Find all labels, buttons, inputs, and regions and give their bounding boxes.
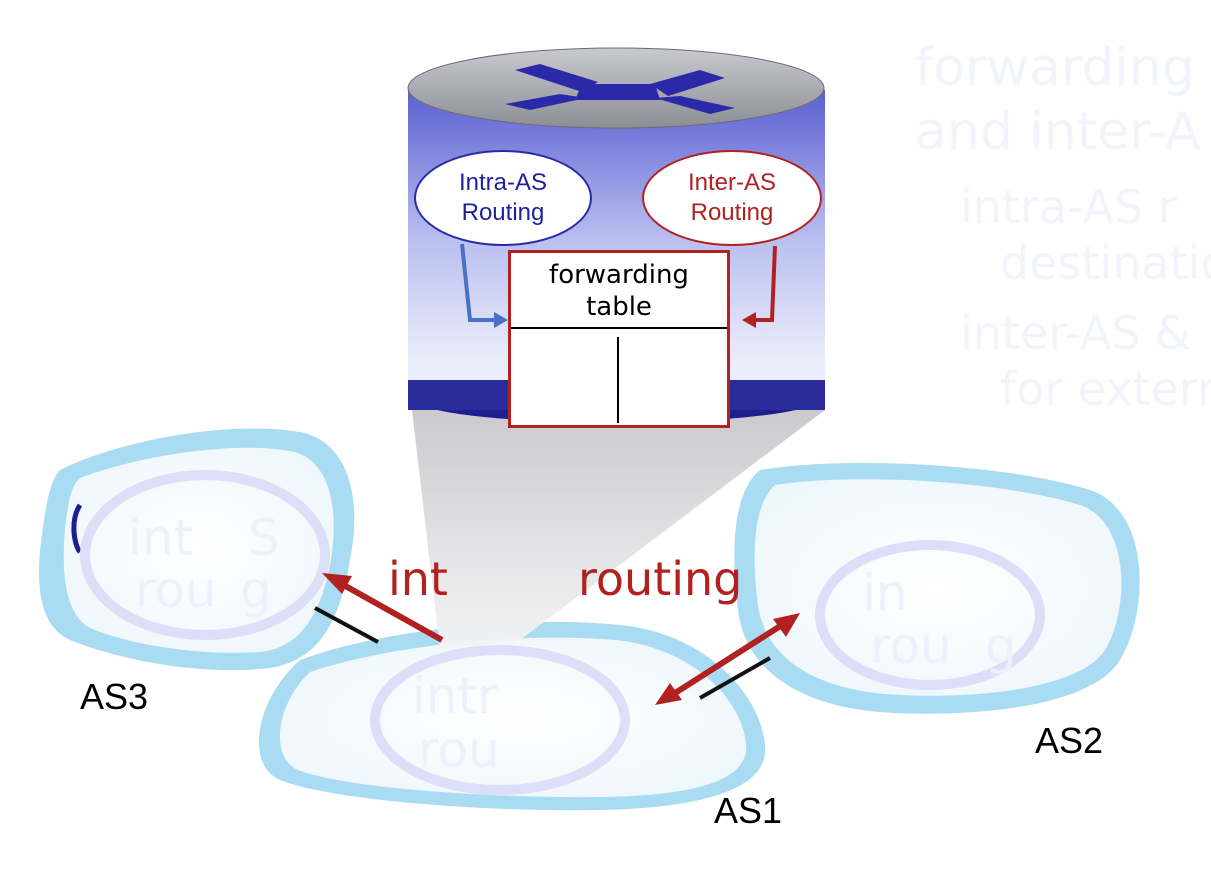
intra-as-label-line1: Intra-AS <box>458 169 548 196</box>
inter-as-arrow-as2 <box>655 613 800 705</box>
as1-faded-text-2: rou <box>418 721 500 779</box>
bg-title-line2: and inter-A <box>915 102 1201 162</box>
as2-label: AS2 <box>1035 720 1104 761</box>
link-as1-as2 <box>699 656 771 700</box>
inter-to-table-arrow <box>752 245 777 322</box>
bg-bullet1-line1: intra-AS r <box>960 180 1177 234</box>
intra-as-label-line2: Routing <box>461 199 545 226</box>
inter-as-label-line1: Inter-AS <box>687 169 777 196</box>
as2-faded-text-2: rou <box>870 617 952 675</box>
intra-to-table-arrow <box>460 243 498 322</box>
bg-bullet2-line2: for externa <box>1000 362 1211 416</box>
as3-faded-text-1: int <box>128 509 194 567</box>
forwarding-table-header: forwarding table <box>511 253 727 329</box>
inter-arrowhead <box>742 312 756 328</box>
as3-faded-text-2: rou <box>135 561 217 619</box>
inter-as-routing-label-end: routing <box>578 552 743 606</box>
bg-title-line1: forwarding <box>915 38 1195 98</box>
router-zoom-beam <box>412 410 825 650</box>
bg-bullet2-line1: inter-AS & <box>960 306 1191 360</box>
link-as3-as1 <box>314 606 379 644</box>
router-cross-icon <box>505 64 735 114</box>
forwarding-table-title-line1: forwarding <box>549 260 689 290</box>
forwarding-table-title-line2: table <box>586 292 652 322</box>
inter-as-routing-bubble: Inter-AS Routing <box>642 150 822 246</box>
as3-faded-text-1b: S <box>248 509 280 567</box>
inter-as-routing-label-start: int <box>388 552 448 606</box>
intra-as-routing-bubble: Intra-AS Routing <box>414 150 592 246</box>
inter-as-label-line2: Routing <box>690 199 774 226</box>
as3-label: AS3 <box>80 676 149 717</box>
inter-as-arrow-as3 <box>322 573 444 643</box>
forwarding-table-divider <box>617 337 619 423</box>
forwarding-table: forwarding table <box>508 250 730 428</box>
as2-faded-text-2b: g <box>985 617 1017 675</box>
as1-label: AS1 <box>714 790 783 831</box>
faded-routing-loops <box>80 470 1045 795</box>
as1-faded-text-1: intr <box>412 667 498 725</box>
bg-bullet1-line2: destinatio <box>1000 236 1211 290</box>
as3-faded-text-2b: g <box>240 561 272 619</box>
as2-faded-text-1: in <box>862 564 908 622</box>
intra-arrowhead <box>494 312 508 328</box>
